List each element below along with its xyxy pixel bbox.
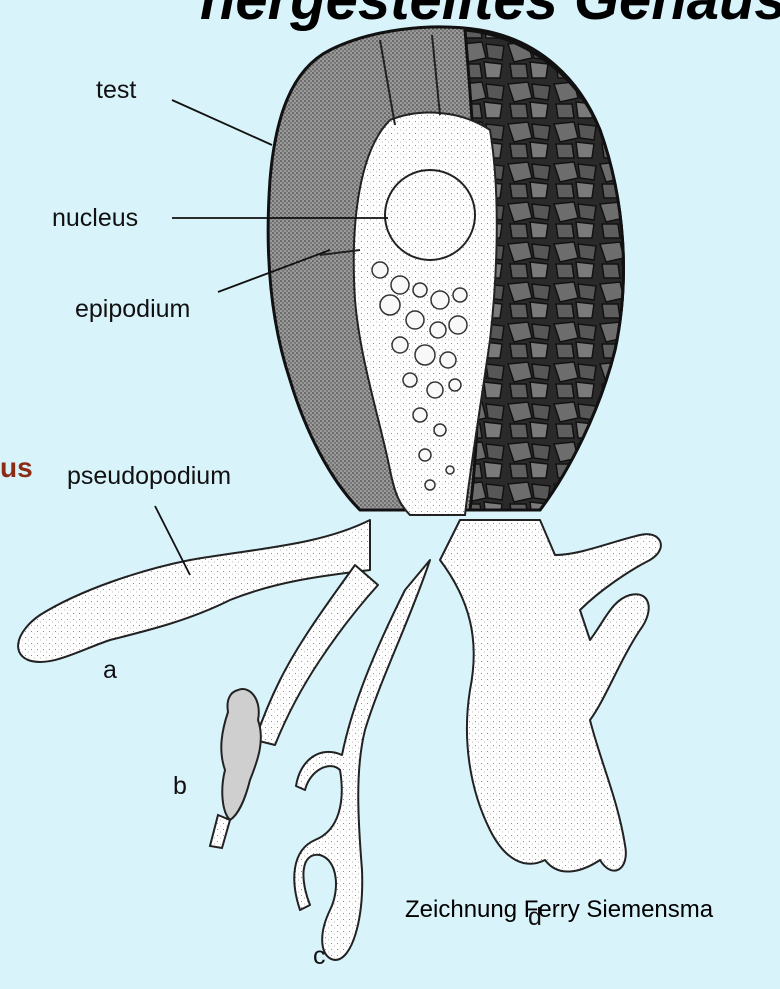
label-nucleus: nucleus	[52, 204, 138, 233]
pseudopodium-d	[440, 520, 661, 872]
drawing-credit: Zeichnung Ferry Siemensma	[405, 896, 713, 924]
label-b: b	[173, 772, 187, 801]
nucleus	[385, 170, 475, 260]
label-a: a	[103, 656, 117, 685]
label-test: test	[96, 76, 136, 105]
label-pseudopodium: pseudopodium	[67, 462, 231, 491]
pseudopodium-b-tip	[210, 689, 261, 848]
pseudopodia	[18, 520, 661, 960]
label-epipodium: epipodium	[75, 295, 190, 324]
label-c: c	[313, 942, 326, 971]
